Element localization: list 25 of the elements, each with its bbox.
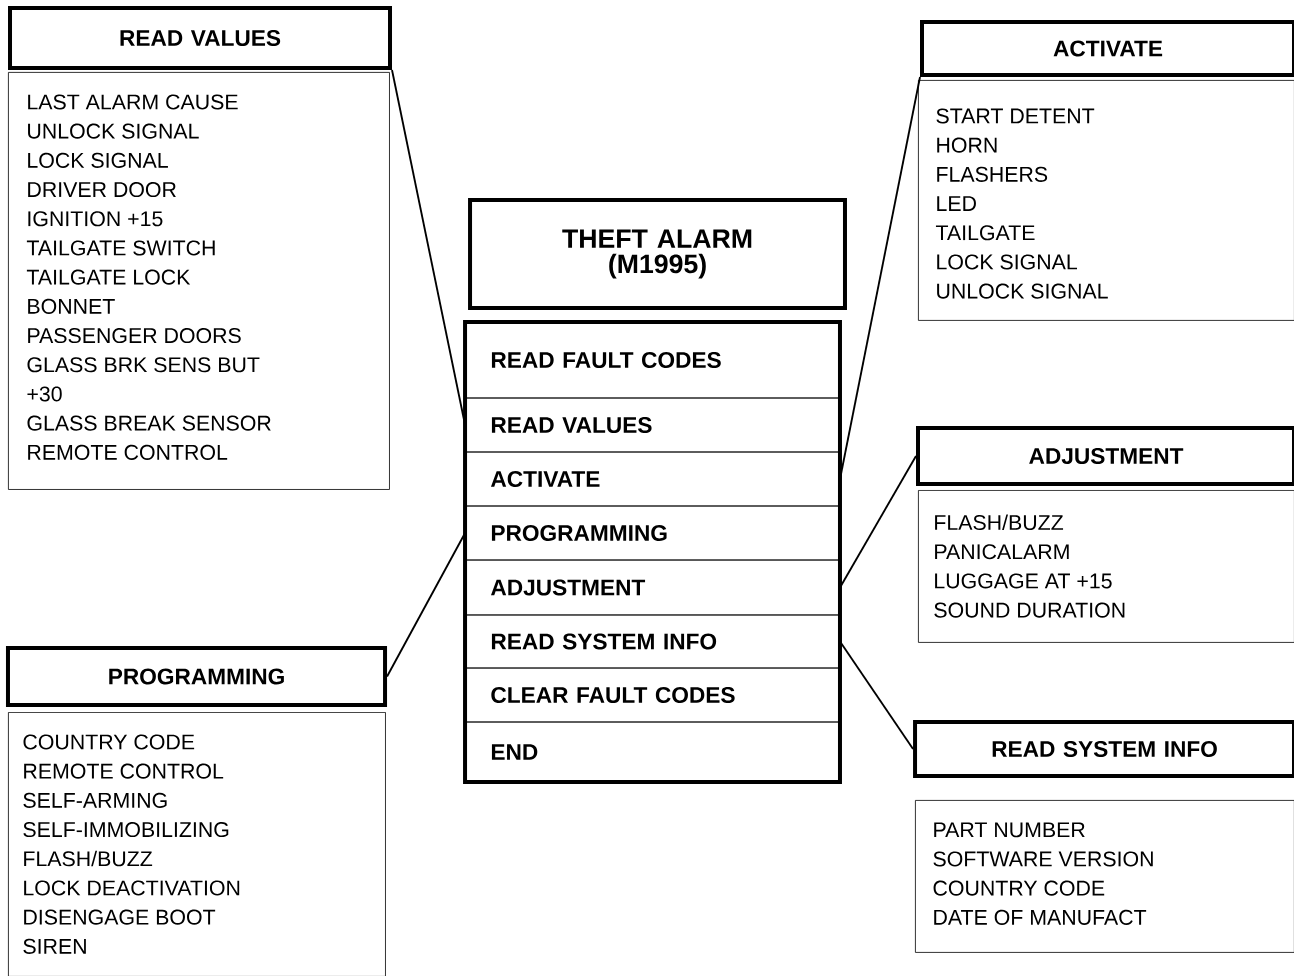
menu-item: READ SYSTEM INFO: [464, 614, 841, 669]
menu-item: PROGRAMMING: [464, 505, 841, 561]
header-box: PROGRAMMING: [5, 646, 388, 708]
menu-item: READ VALUES: [464, 397, 841, 453]
header-box: READ VALUES: [8, 6, 392, 70]
menu-item: READ FAULT CODES: [464, 321, 841, 399]
menu-item: END: [464, 721, 841, 783]
header-box: READ SYSTEM INFO: [913, 720, 1294, 778]
menu-item: ACTIVATE: [464, 451, 841, 507]
connector-line: [839, 455, 917, 589]
header-box: ADJUSTMENT: [916, 426, 1294, 486]
list-box: LAST ALARM CAUSE UNLOCK SIGNAL LOCK SIGNAL DRIVER DOOR IGNITION +15 TAILGATE SWITCH TAILGATE LOCK BONNET PASSENGER DOORS GLASS BRK SENS BUT +30 GLASS BREAK SENSOR REMOTE CONTROL: [8, 72, 390, 490]
connector-line: [839, 76, 921, 480]
menu-item: ADJUSTMENT: [464, 559, 841, 616]
list-box: FLASH/BUZZ PANICALARM LUGGAGE AT +15 SOUND DURATION: [918, 490, 1294, 643]
list-box: START DETENT HORN FLASHERS LED TAILGATE LOCK SIGNAL UNLOCK SIGNAL: [918, 80, 1294, 321]
menu-item: CLEAR FAULT CODES: [464, 667, 841, 723]
connector-line: [391, 69, 466, 426]
list-box: PART NUMBER SOFTWARE VERSION COUNTRY CODE DATE OF MANUFACT: [915, 800, 1294, 953]
menu-box: [463, 320, 842, 784]
title-box: THEFT ALARM (M1995): [468, 198, 847, 310]
header-box: ACTIVATE: [920, 19, 1294, 78]
list-box: COUNTRY CODE REMOTE CONTROL SELF-ARMING SELF-IMMOBILIZING FLASH/BUZZ LOCK DEACTIVATION DISENGAGE BOOT SIREN: [8, 712, 386, 976]
connector-line: [386, 532, 466, 678]
connector-line: [839, 640, 914, 750]
